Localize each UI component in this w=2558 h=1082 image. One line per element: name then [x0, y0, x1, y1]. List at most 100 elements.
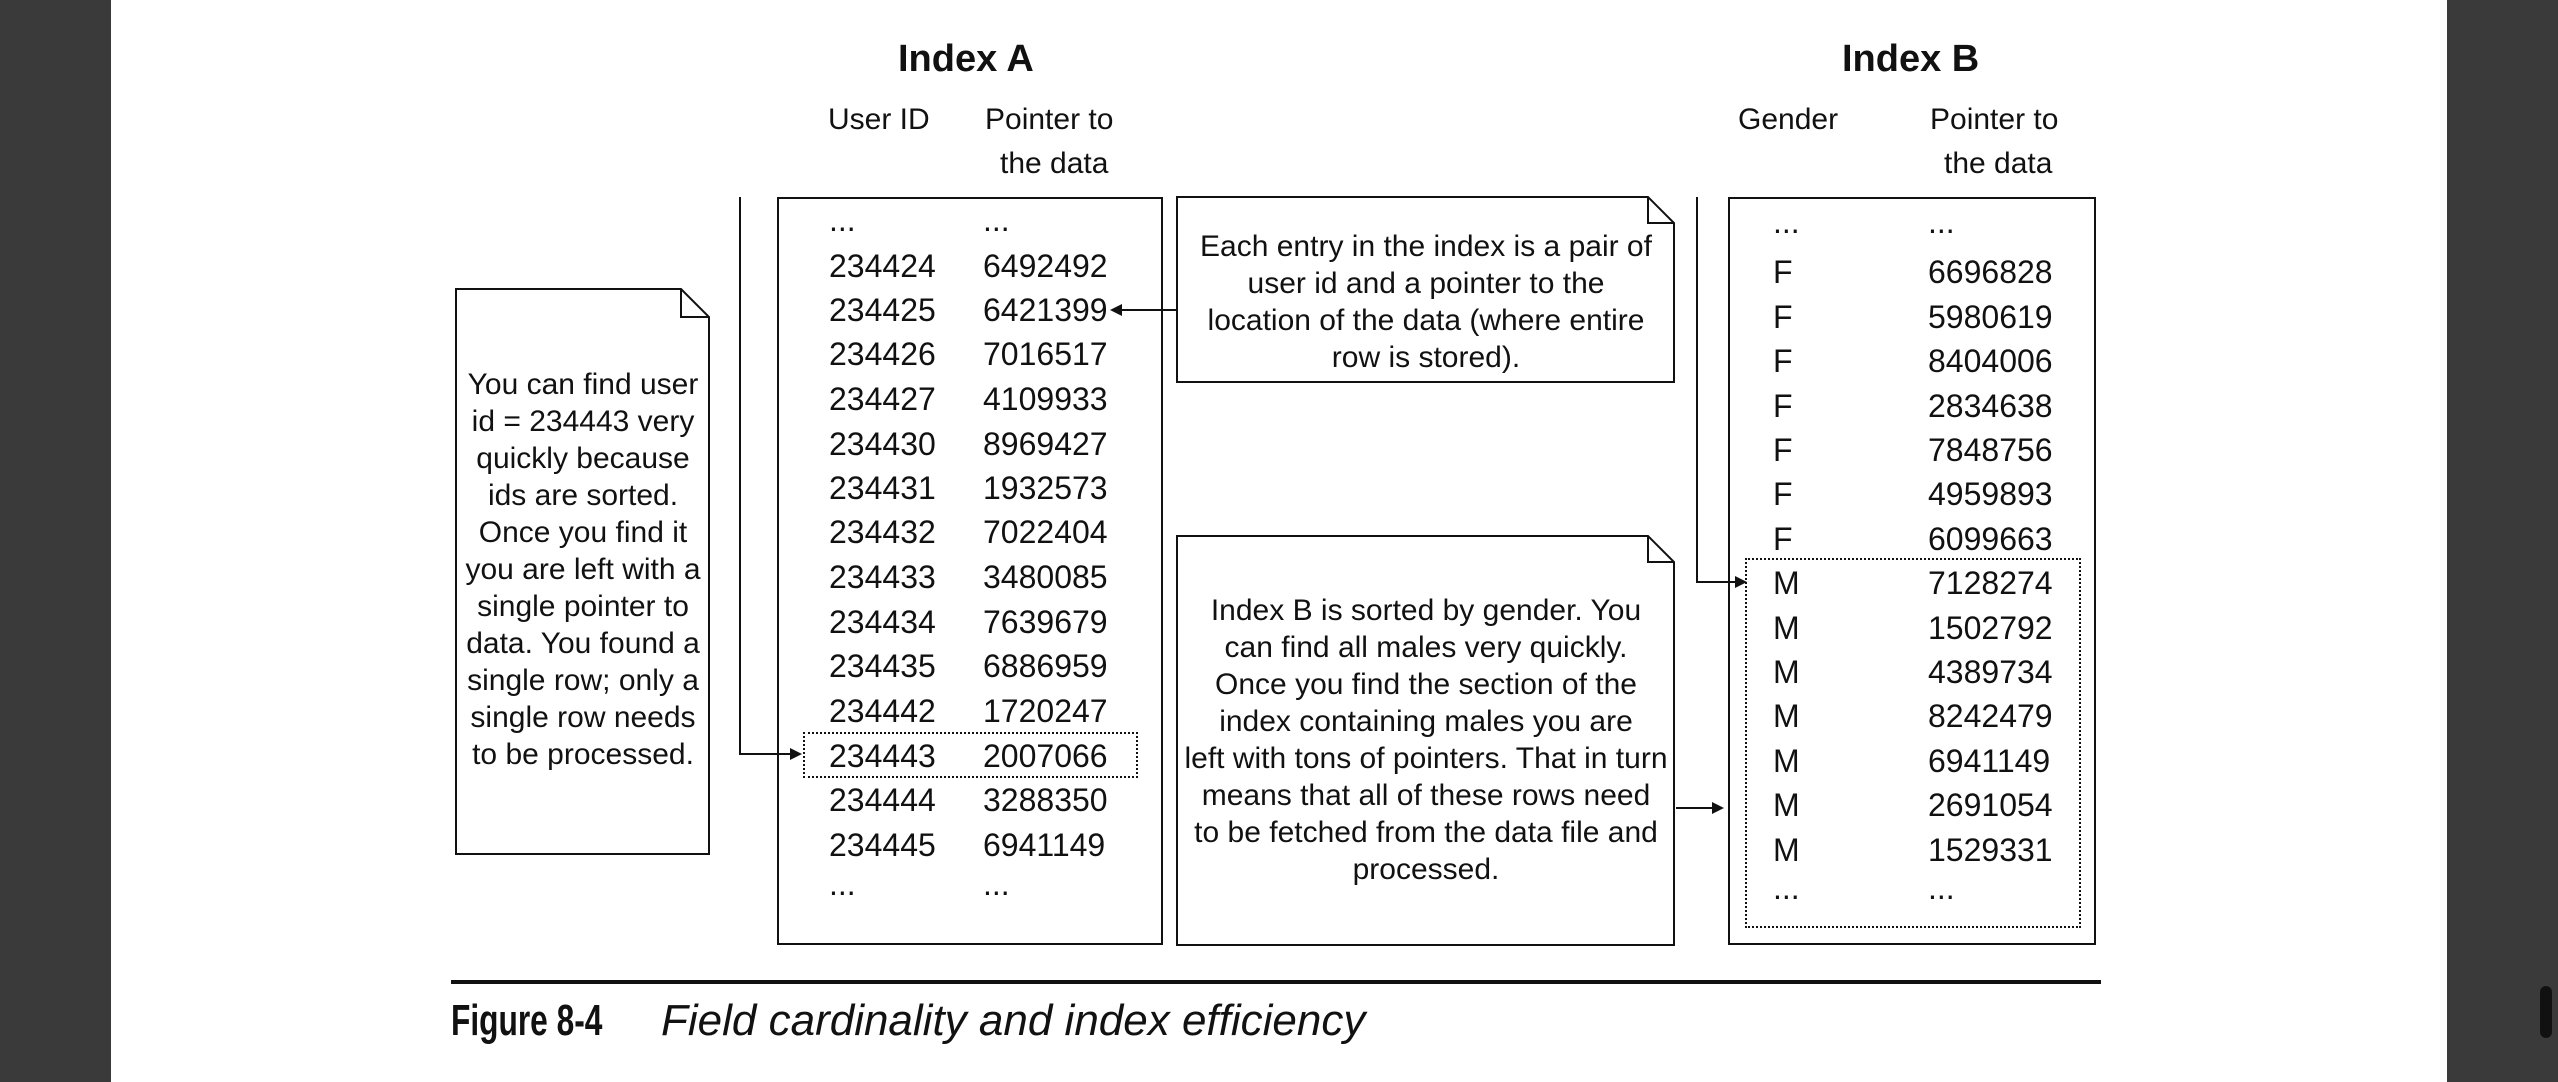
note-line: quickly because: [476, 442, 690, 475]
note-line: Once you find the section of the: [1215, 668, 1637, 701]
index-b-pointer: 5980619: [1928, 298, 2053, 335]
note-line: id = 234443 very: [471, 405, 695, 438]
arrow-to-males: [1696, 197, 1747, 588]
note-line: user id and a pointer to the: [1247, 267, 1605, 300]
index-a-col-pointer: Pointer to the data: [985, 103, 1114, 180]
index-a-user-id: 234427: [829, 381, 936, 417]
note-line: Each entry in the index is a pair of: [1200, 230, 1652, 263]
index-a-pointer: 8969427: [983, 426, 1108, 462]
index-a-user-id: ...: [829, 202, 856, 238]
note-line: You can find user: [467, 368, 699, 401]
index-a-pointer: 7639679: [983, 604, 1108, 640]
index-a-pointer: 7016517: [983, 336, 1108, 372]
index-b-pointer: 4389734: [1928, 654, 2053, 690]
index-a-pointer: 6492492: [983, 248, 1108, 284]
index-a-title: Index A: [898, 38, 1034, 80]
bottom-middle-note-shape: [1176, 535, 1675, 946]
note-line: single row; only a: [467, 664, 699, 697]
index-b-pointer: ...: [1928, 870, 1955, 906]
figure-title: Field cardinality and index efficiency: [661, 996, 1366, 1045]
note-line: means that all of these rows need: [1201, 779, 1651, 812]
index-b-pointer: 7848756: [1928, 432, 2053, 468]
index-b-col-pointer: Pointer to the data: [1930, 103, 2059, 180]
index-b-table: [1728, 197, 2096, 945]
arrow-to-row-234443: [739, 197, 802, 760]
index-a-pointer: ...: [983, 202, 1010, 238]
index-b-pointer: 2834638: [1928, 387, 2053, 424]
note-line: single pointer to: [477, 590, 689, 623]
index-b-gender: F: [1773, 343, 1793, 380]
index-a-pointer: ...: [983, 866, 1010, 902]
left-note-shape: [455, 288, 710, 855]
index-a-col-user-id: User ID: [828, 103, 930, 136]
index-a-table: [777, 197, 1163, 945]
top-middle-note-shape: [1176, 196, 1675, 383]
note-line: data. You found a: [466, 627, 700, 660]
index-a-pointer: 1720247: [983, 693, 1108, 729]
index-b-gender: F: [1773, 476, 1793, 513]
index-a-pointer: 3480085: [983, 559, 1108, 595]
index-b-gender: M: [1773, 609, 1800, 646]
index-a-user-id: 234431: [829, 470, 936, 506]
index-a-user-id: 234445: [829, 827, 936, 863]
index-a-user-id: 234426: [829, 336, 936, 372]
index-a-user-id: 234433: [829, 559, 936, 595]
index-b-pointer: 6941149: [1928, 742, 2051, 779]
caption-rule: [451, 980, 2101, 984]
note-line: you are left with a: [465, 553, 701, 586]
note-line: to be fetched from the data file and: [1194, 816, 1658, 849]
index-b-pointer: 4959893: [1928, 476, 2053, 513]
index-a-pointer: 4109933: [983, 381, 1108, 417]
index-a-user-id: 234434: [829, 604, 936, 640]
index-a-pointer: 2007066: [983, 738, 1108, 774]
index-a-pointer: 6941149: [983, 827, 1106, 863]
index-a-user-id: 234425: [829, 292, 936, 328]
index-b-gender: F: [1773, 387, 1793, 424]
figure-label: Figure 8-4: [451, 996, 603, 1045]
note-line: Index B is sorted by gender. You: [1210, 594, 1642, 627]
index-b-title: Index B: [1842, 38, 1980, 80]
note-line: to be processed.: [472, 738, 694, 771]
index-b-gender: ...: [1773, 870, 1800, 906]
index-b-col-gender: Gender: [1738, 103, 1839, 136]
note-line: ids are sorted.: [487, 479, 679, 512]
index-b-gender: F: [1773, 432, 1793, 468]
index-a-pointer: 1932573: [983, 470, 1108, 506]
top-middle-note-text: Each entry in the index is a pair of user…: [1178, 228, 1674, 376]
index-a-user-id: ...: [829, 866, 856, 902]
index-b-gender: M: [1773, 654, 1800, 690]
index-b-highlight-males: [1745, 558, 2081, 928]
index-b-gender: F: [1773, 254, 1793, 291]
index-b-pointer: 6099663: [1928, 520, 2053, 557]
index-b-gender: F: [1773, 298, 1793, 335]
index-a-pointer: 3288350: [983, 782, 1108, 818]
index-a-user-id: 234435: [829, 648, 936, 684]
index-b-pointer: 8242479: [1928, 698, 2053, 735]
note-line: location of the data (where entire: [1207, 304, 1645, 337]
index-a-pointer: 6886959: [983, 648, 1108, 684]
index-b-pointer: 1529331: [1928, 831, 2053, 868]
index-a-user-id: 234432: [829, 514, 936, 550]
index-b-gender: M: [1773, 742, 1800, 779]
note-line: processed.: [1352, 853, 1500, 886]
index-b-pointer: 8404006: [1928, 343, 2053, 380]
index-a-user-id: 234442: [829, 693, 936, 729]
index-a-pointer: 7022404: [983, 514, 1108, 550]
note-line: Once you find it: [478, 516, 688, 549]
scrollbar-thumb[interactable]: [2540, 986, 2552, 1038]
index-b-pointer: 1502792: [1928, 609, 2053, 646]
index-a-user-id: 234443: [829, 738, 936, 774]
index-b-pointer: 7128274: [1928, 565, 2053, 602]
note-line: index containing males you are: [1219, 705, 1633, 738]
note-line: single row needs: [470, 701, 696, 734]
index-a-user-id: 234430: [829, 426, 936, 462]
index-b-gender: M: [1773, 565, 1800, 602]
index-b-gender: M: [1773, 698, 1800, 735]
index-a-highlight-row: [803, 732, 1138, 778]
index-a-user-id: 234424: [829, 248, 936, 284]
index-a-user-id: 234444: [829, 782, 936, 818]
index-b-gender: M: [1773, 787, 1800, 824]
note-line: left with tons of pointers. That in turn: [1184, 742, 1668, 775]
index-b-pointer: ...: [1928, 204, 1955, 240]
index-b-gender: M: [1773, 831, 1800, 868]
